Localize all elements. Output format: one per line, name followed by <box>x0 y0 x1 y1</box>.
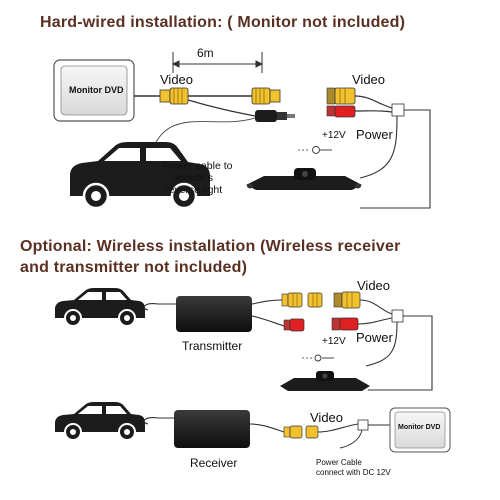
wireless-module-icon <box>143 296 285 332</box>
video-label-left: Video <box>160 72 194 87</box>
rca-connector-icon <box>307 292 323 308</box>
monitor-icon <box>389 407 451 453</box>
transmitter-label: Transmitter <box>182 339 243 353</box>
section1-title: Hard-wired installation: ( Monitor not i… <box>40 14 406 31</box>
power-label: Power <box>356 127 393 142</box>
rca-connector-icon <box>251 87 281 105</box>
monitor-label: Monitor DVD <box>398 424 441 431</box>
power-socket-icon <box>331 317 359 331</box>
rca-connector-icon <box>333 291 361 309</box>
receiver-video-label: Video <box>310 410 344 425</box>
power-plug-icon <box>255 110 295 122</box>
monitor-label: Monitor DVD <box>69 85 124 95</box>
rca-connector-icon <box>305 425 319 439</box>
plus12v-label: +12V <box>322 336 346 347</box>
power-socket-icon <box>326 105 356 118</box>
junction-box-icon <box>391 309 404 323</box>
rca-connector-icon <box>283 425 303 439</box>
power-cable-note: Power Cable connect with DC 12V <box>316 458 391 478</box>
rca-connector-icon <box>159 87 189 105</box>
camera-icon <box>246 168 362 190</box>
power-label: Power <box>356 330 393 345</box>
wireless-module-icon <box>143 410 285 448</box>
distance-label: 6m <box>197 46 214 60</box>
monitor-icon <box>53 59 135 122</box>
car-icon <box>55 402 145 441</box>
junction-box-icon <box>391 103 405 117</box>
receiver-label: Receiver <box>190 456 238 470</box>
video-label-right: Video <box>352 72 386 87</box>
junction-box-icon <box>357 419 369 431</box>
car-icon <box>55 288 145 327</box>
ground-symbol-icon <box>298 146 332 154</box>
car-icon <box>70 142 210 210</box>
power-plug-icon <box>283 318 305 332</box>
video-label: Video <box>357 278 391 293</box>
plus12v-label: +12V <box>322 130 346 141</box>
ground-symbol-icon <box>302 354 334 362</box>
section2-title-line1: Optional: Wireless installation (Wireles… <box>20 238 401 255</box>
power-cable-note: Power cable to vehicle's reverse light <box>163 160 232 196</box>
section2-title-line2: and transmitter not included) <box>20 259 248 276</box>
rca-connector-icon <box>281 292 303 308</box>
power-cable-note-line: Power cable to <box>163 160 233 172</box>
power-cable-note-line: reverse light <box>165 184 223 196</box>
power-cable-note-line: vehicle's <box>173 172 213 184</box>
power-cable-note-line: connect with DC 12V <box>316 468 391 477</box>
camera-icon <box>280 371 370 391</box>
power-cable-note-line: Power Cable <box>316 458 362 467</box>
rca-connector-icon <box>326 87 356 105</box>
distance-dimension <box>171 52 264 73</box>
